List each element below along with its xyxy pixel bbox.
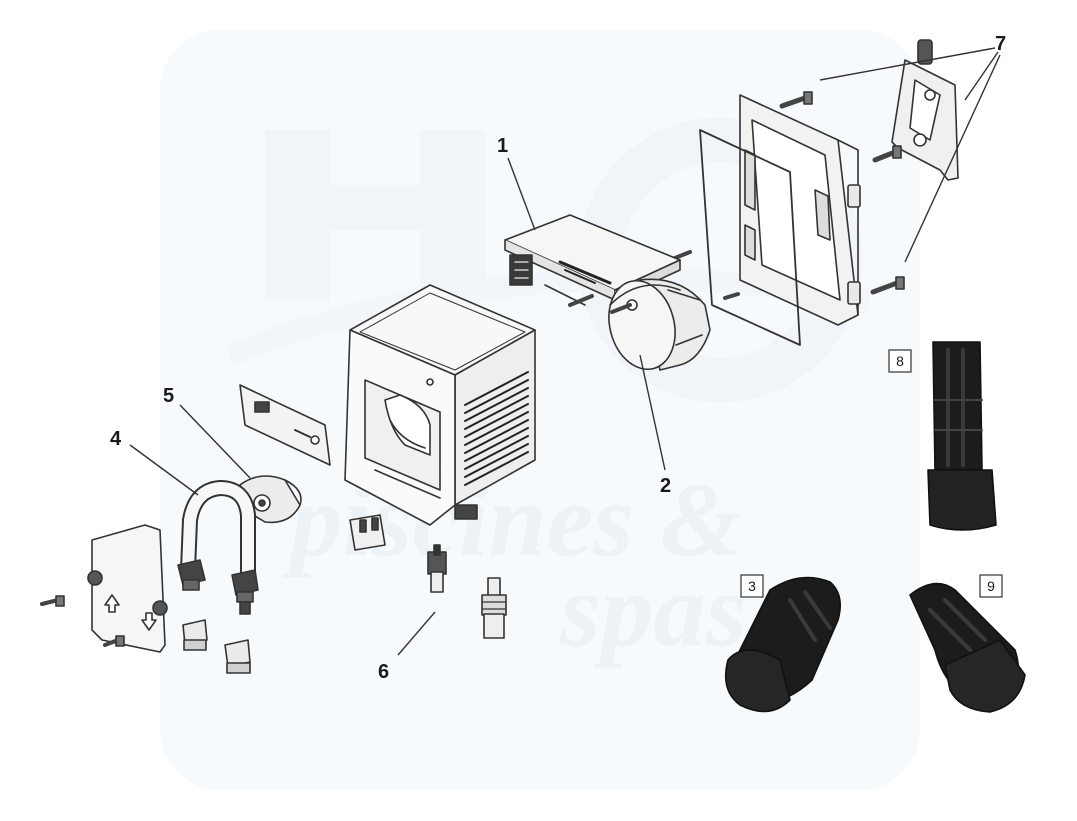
leader-4 bbox=[129, 444, 199, 496]
svg-text:8: 8 bbox=[896, 353, 904, 369]
fitting-part-3 bbox=[724, 576, 841, 713]
leader-7c bbox=[904, 54, 1001, 263]
callout-6: 6 bbox=[378, 661, 389, 683]
leader-2 bbox=[639, 354, 666, 471]
front-cover bbox=[87, 524, 168, 653]
motor bbox=[608, 278, 711, 371]
leader-7a bbox=[819, 47, 996, 81]
leader-5 bbox=[179, 404, 251, 479]
watermark-line2: spas bbox=[559, 551, 747, 668]
callout-5: 5 bbox=[163, 385, 174, 407]
injection-valve-part bbox=[927, 341, 997, 531]
body-connector bbox=[349, 514, 386, 551]
label-plate bbox=[239, 384, 331, 466]
leader-1 bbox=[507, 157, 536, 231]
callout-1: 1 bbox=[497, 135, 508, 157]
callout-7: 7 bbox=[995, 33, 1006, 55]
pump-tube bbox=[177, 480, 259, 615]
tube-fittings bbox=[182, 619, 251, 674]
watermark-letter-h bbox=[265, 130, 485, 300]
callout-2: 2 bbox=[660, 475, 671, 497]
frame-gasket bbox=[699, 129, 801, 346]
bracket-screws bbox=[673, 91, 905, 300]
svg-text:3: 3 bbox=[748, 578, 756, 594]
leader-7b bbox=[964, 51, 999, 101]
pump-housing bbox=[344, 284, 536, 526]
boxed-label-9: 9 bbox=[979, 574, 1003, 598]
svg-text:9: 9 bbox=[987, 578, 995, 594]
leader-lines bbox=[129, 47, 1001, 656]
valve-left bbox=[427, 544, 447, 593]
callout-4: 4 bbox=[110, 428, 122, 450]
cover-screws bbox=[40, 595, 125, 647]
fitting-part-9 bbox=[909, 582, 1026, 713]
valve-right bbox=[481, 577, 507, 639]
boxed-label-8: 8 bbox=[888, 349, 912, 373]
boxed-label-3: 3 bbox=[740, 574, 764, 598]
wall-bracket bbox=[891, 39, 959, 181]
leader-6 bbox=[397, 611, 436, 656]
